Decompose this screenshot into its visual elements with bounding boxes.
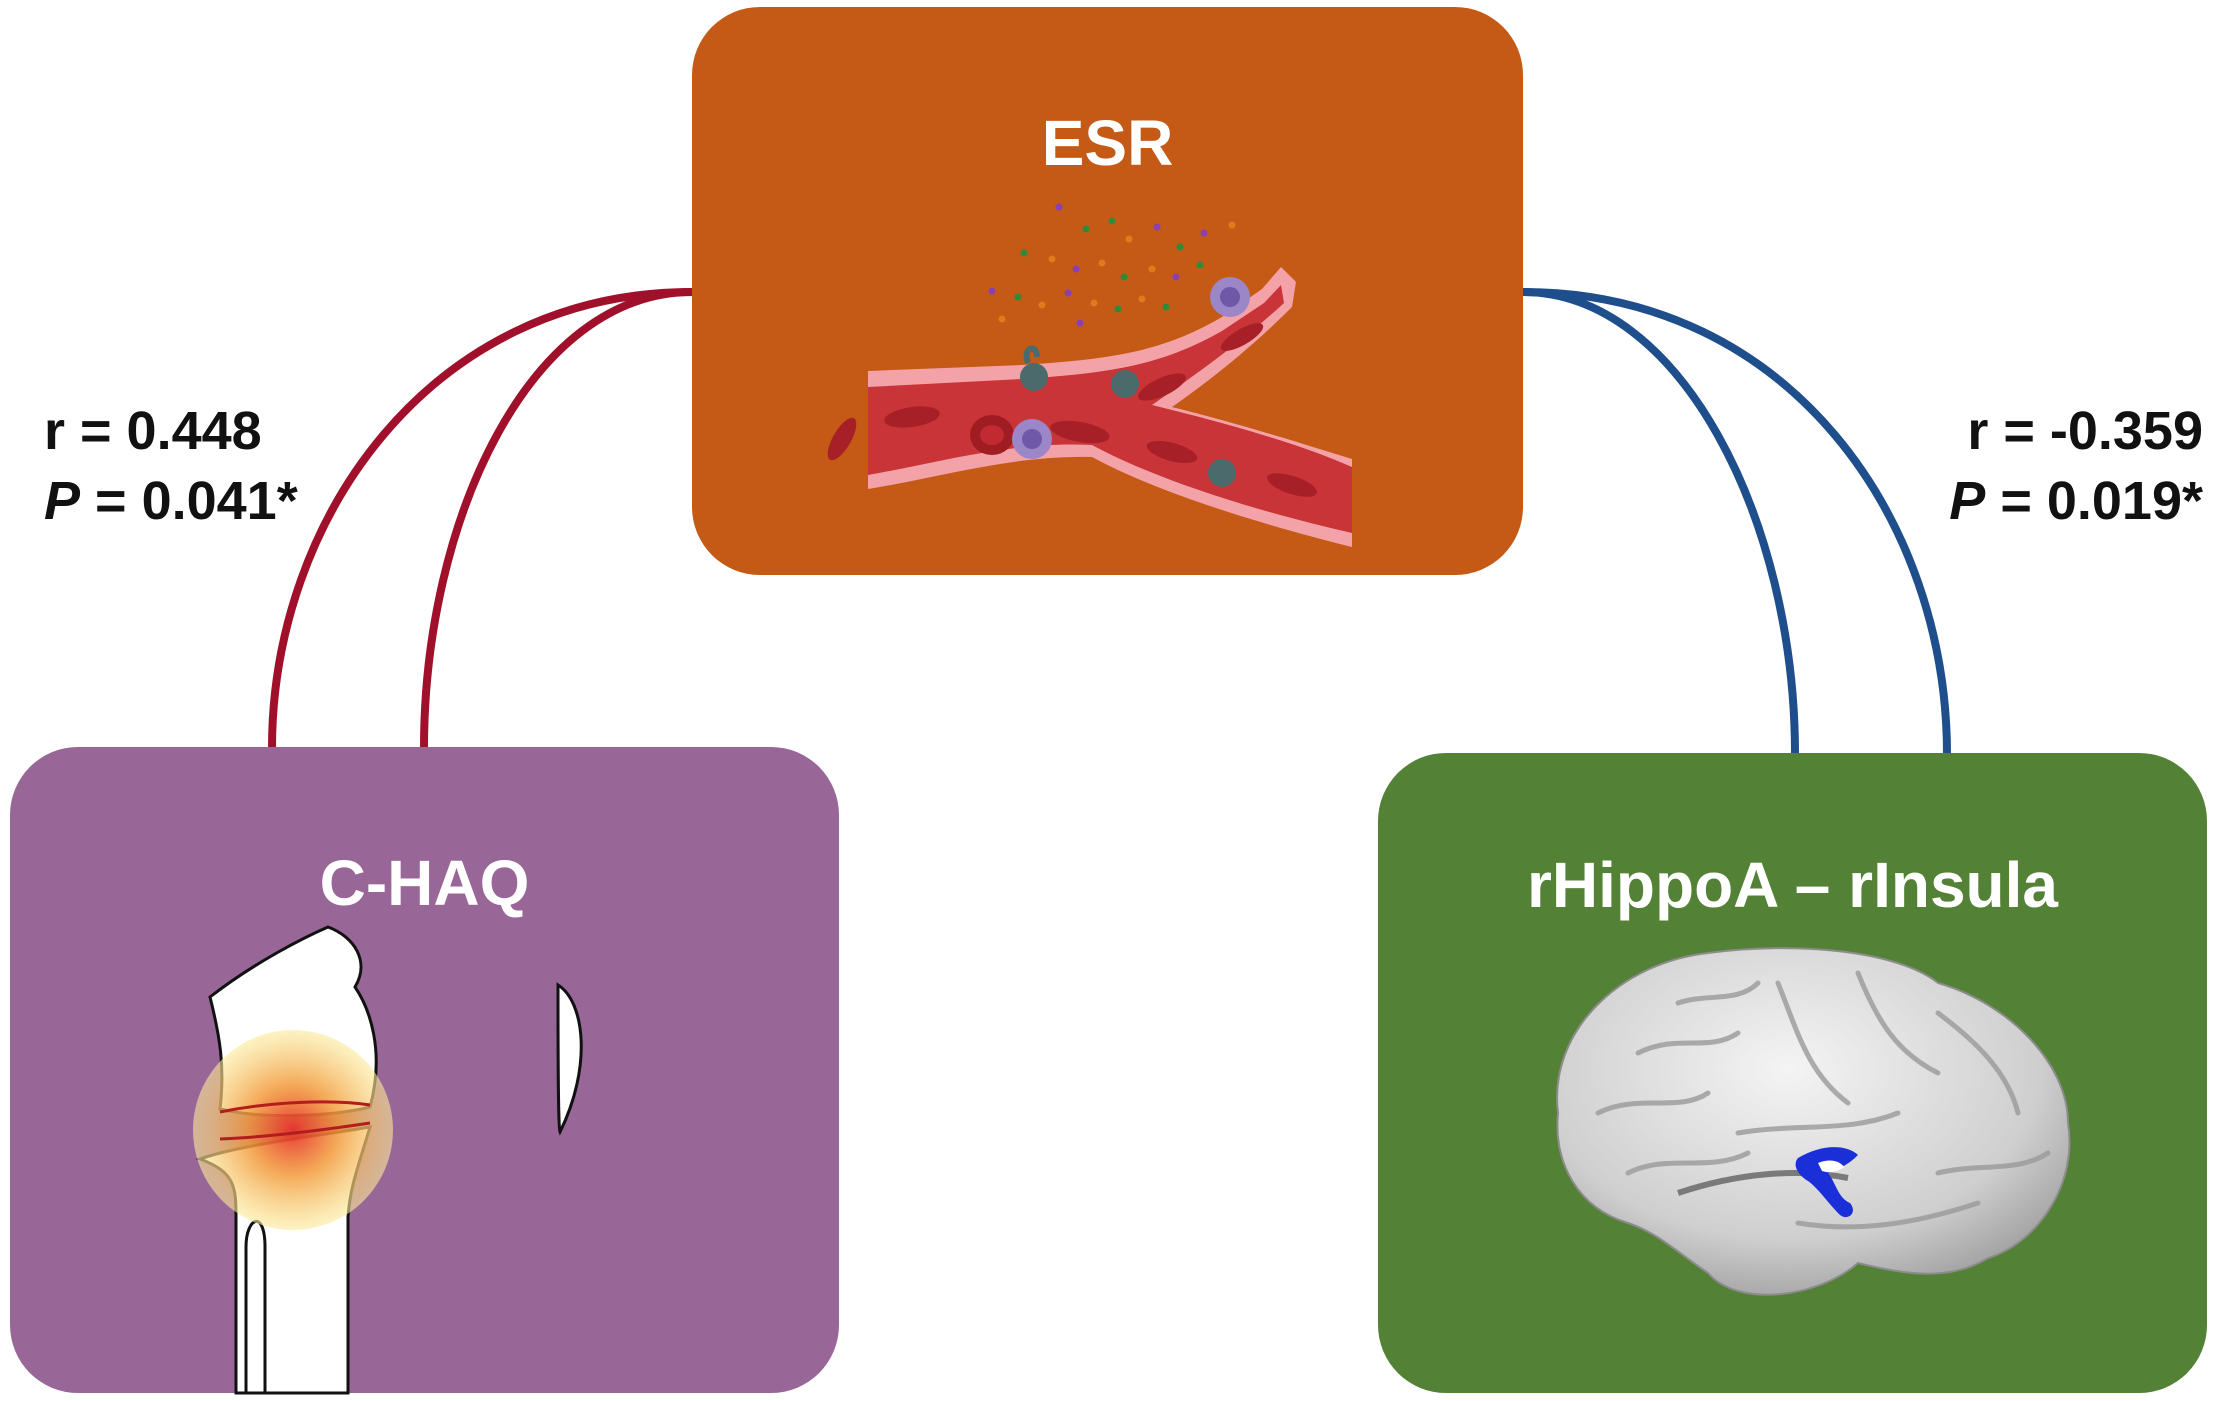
cytokine-dots [988,203,1236,327]
esr-node-title: ESR [1041,107,1174,179]
brain-icon [1556,947,2071,1296]
chaq-node-title: C-HAQ [319,847,530,919]
esr-chaq-correlation-stats: r = 0.448 P = 0.041* [44,396,298,536]
esr-chaq-p-symbol: P [44,471,81,531]
brain-connectivity-node: rHippoA – rInsula [1378,753,2207,1393]
esr-chaq-p-number: = 0.041* [80,471,298,531]
esr-brain-correlation-stats: r = -0.359 P = 0.019* [1949,396,2203,536]
chaq-node: C-HAQ [10,747,839,1395]
esr-brain-p-value: P = 0.019* [1949,466,2203,536]
esr-chaq-connector-outer [268,288,693,749]
esr-chaq-connector-inner [420,288,693,749]
esr-chaq-r-value: r = 0.448 [44,401,262,461]
esr-node: ESR [692,7,1523,575]
esr-brain-connector-outer [1522,288,1951,755]
blood-vessel-icon [827,203,1352,547]
esr-chaq-p-value: P = 0.041* [44,466,298,536]
esr-brain-connector-inner [1522,288,1799,755]
brain-node-title: rHippoA – rInsula [1526,849,2059,921]
esr-brain-p-number: = 0.019* [1985,471,2203,531]
knee-joint-icon [193,925,583,1395]
esr-brain-p-symbol: P [1949,471,1986,531]
esr-brain-r-value: r = -0.359 [1967,401,2203,461]
